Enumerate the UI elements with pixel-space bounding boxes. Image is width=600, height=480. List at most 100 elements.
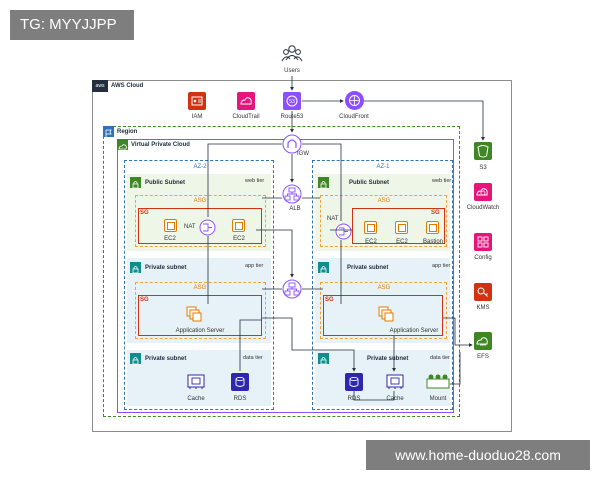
cloudwatch-icon <box>474 183 492 201</box>
az2-data-subnet-label: Private subnet <box>145 356 187 362</box>
az1-nat-label: NAT <box>327 216 339 222</box>
az1-data-tier-label: data tier <box>430 355 450 361</box>
az2-cache-icon <box>187 373 205 390</box>
az2-app-sg <box>138 295 262 336</box>
az1-boundary <box>312 160 453 410</box>
vpc-cloud-icon <box>117 139 128 150</box>
az1-app-lock-icon <box>318 262 329 274</box>
region-boundary <box>103 126 460 417</box>
az1-public-subnet <box>315 174 450 251</box>
watermark-top: TG: MYYJJPP <box>10 10 134 40</box>
az1-app-server-label: Application Server <box>389 328 439 334</box>
az1-data-subnet <box>315 350 450 406</box>
route53-icon: 53 <box>283 92 301 110</box>
iam-label: IAM <box>191 114 203 120</box>
az1-cache-icon <box>386 373 404 390</box>
az1-web-asg-label: ASG <box>377 198 391 204</box>
az2-app-sg-label: SG <box>140 297 149 303</box>
az2-boundary <box>124 160 274 410</box>
vpc-label: Virtual Private Cloud <box>131 142 190 148</box>
az2-web-asg <box>135 195 266 247</box>
az1-label: AZ-1 <box>376 164 390 170</box>
az1-web-tier-label: web tier <box>432 178 452 184</box>
az2-ec2-b-icon <box>232 219 245 232</box>
az2-label: AZ-2 <box>193 164 207 170</box>
az1-ec2-a-icon <box>364 221 377 234</box>
cloudfront-icon <box>345 91 364 110</box>
az1-mount-label: Mount <box>429 396 447 402</box>
az1-app-sg-label: SG <box>325 297 334 303</box>
az1-ec2-a-label: EC2 <box>365 239 377 245</box>
az2-app-server-label: Application Server <box>175 328 225 334</box>
az1-public-subnet-label: Public Subnet <box>349 180 390 186</box>
az1-rds-icon <box>345 373 363 391</box>
az1-cache-label: Cache <box>386 396 404 402</box>
cloudwatch-label: CloudWatch <box>466 205 500 211</box>
az1-ec2-b-icon <box>395 221 408 234</box>
az2-app-tier-label: app tier <box>245 263 264 269</box>
az2-public-subnet <box>127 174 271 251</box>
az2-web-tier-label: web tier <box>245 178 265 184</box>
az1-app-asg <box>320 282 447 339</box>
cloudfront-label: CloudFront <box>339 114 369 120</box>
az2-app-server-icon <box>186 306 202 322</box>
kms-icon <box>474 283 492 301</box>
efs-icon <box>474 332 492 350</box>
az2-nat-label: NAT <box>184 224 196 230</box>
az1-data-lock-icon <box>318 353 329 365</box>
cloudtrail-label: CloudTrail <box>232 114 260 120</box>
az2-nat-icon <box>199 219 216 236</box>
alb-label: ALB <box>289 206 301 212</box>
az2-rds-icon <box>231 373 249 391</box>
az1-app-asg-label: ASG <box>377 285 391 291</box>
users-label: Users <box>284 68 300 74</box>
az2-ec2-a-label: EC2 <box>164 236 176 242</box>
s3-icon <box>474 142 492 160</box>
az1-app-subnet <box>315 258 450 343</box>
az1-bastion-icon <box>426 221 439 234</box>
svg-text:53: 53 <box>289 99 295 105</box>
region-label: Region <box>117 129 138 135</box>
az2-app-subnet-label: Private subnet <box>145 265 187 271</box>
az1-web-asg <box>320 195 447 247</box>
az2-web-sg <box>138 208 262 244</box>
az1-app-server-icon <box>378 306 394 322</box>
az1-app-subnet-label: Private subnet <box>347 265 389 271</box>
igw-label: IGW <box>297 151 309 157</box>
az2-app-lock-icon <box>130 262 141 274</box>
iam-icon <box>188 92 206 110</box>
kms-label: KMS <box>476 305 490 311</box>
az1-web-sg-label: SG <box>431 210 440 216</box>
az2-app-asg <box>135 282 266 339</box>
az1-data-subnet-label: Private subnet <box>367 356 409 362</box>
az2-public-lock-icon <box>130 177 141 189</box>
az1-app-tier-label: app tier <box>432 263 451 269</box>
cloudtrail-icon <box>237 92 255 110</box>
az1-mount-icon <box>426 373 450 389</box>
az2-web-sg-label: SG <box>140 210 149 216</box>
az1-ec2-b-label: EC2 <box>396 239 408 245</box>
az2-data-tier-label: data tier <box>243 355 263 361</box>
aws-cloud-label: AWS Cloud <box>111 83 144 89</box>
users-icon <box>281 44 303 64</box>
az2-ec2-b-label: EC2 <box>233 236 245 242</box>
az2-data-lock-icon <box>130 353 141 365</box>
internal-lb-icon <box>282 279 302 299</box>
alb-icon <box>282 184 302 204</box>
az2-web-asg-label: ASG <box>193 198 207 204</box>
az2-app-asg-label: ASG <box>193 285 207 291</box>
aws-logo-icon: aws <box>92 80 108 92</box>
az2-public-subnet-label: Public Subnet <box>145 180 186 186</box>
region-flag-icon <box>103 126 114 137</box>
s3-label: S3 <box>479 165 487 171</box>
efs-label: EFS <box>477 354 489 360</box>
aws-cloud-boundary <box>92 80 512 432</box>
az2-app-subnet <box>127 258 271 343</box>
az1-bastion-label: Bastion <box>422 239 443 245</box>
az1-app-sg <box>323 295 443 336</box>
watermark-bottom: www.home-duoduo28.com <box>366 440 590 470</box>
az1-public-lock-icon <box>318 177 329 189</box>
config-label: Config <box>474 255 492 261</box>
igw-icon <box>282 134 302 154</box>
